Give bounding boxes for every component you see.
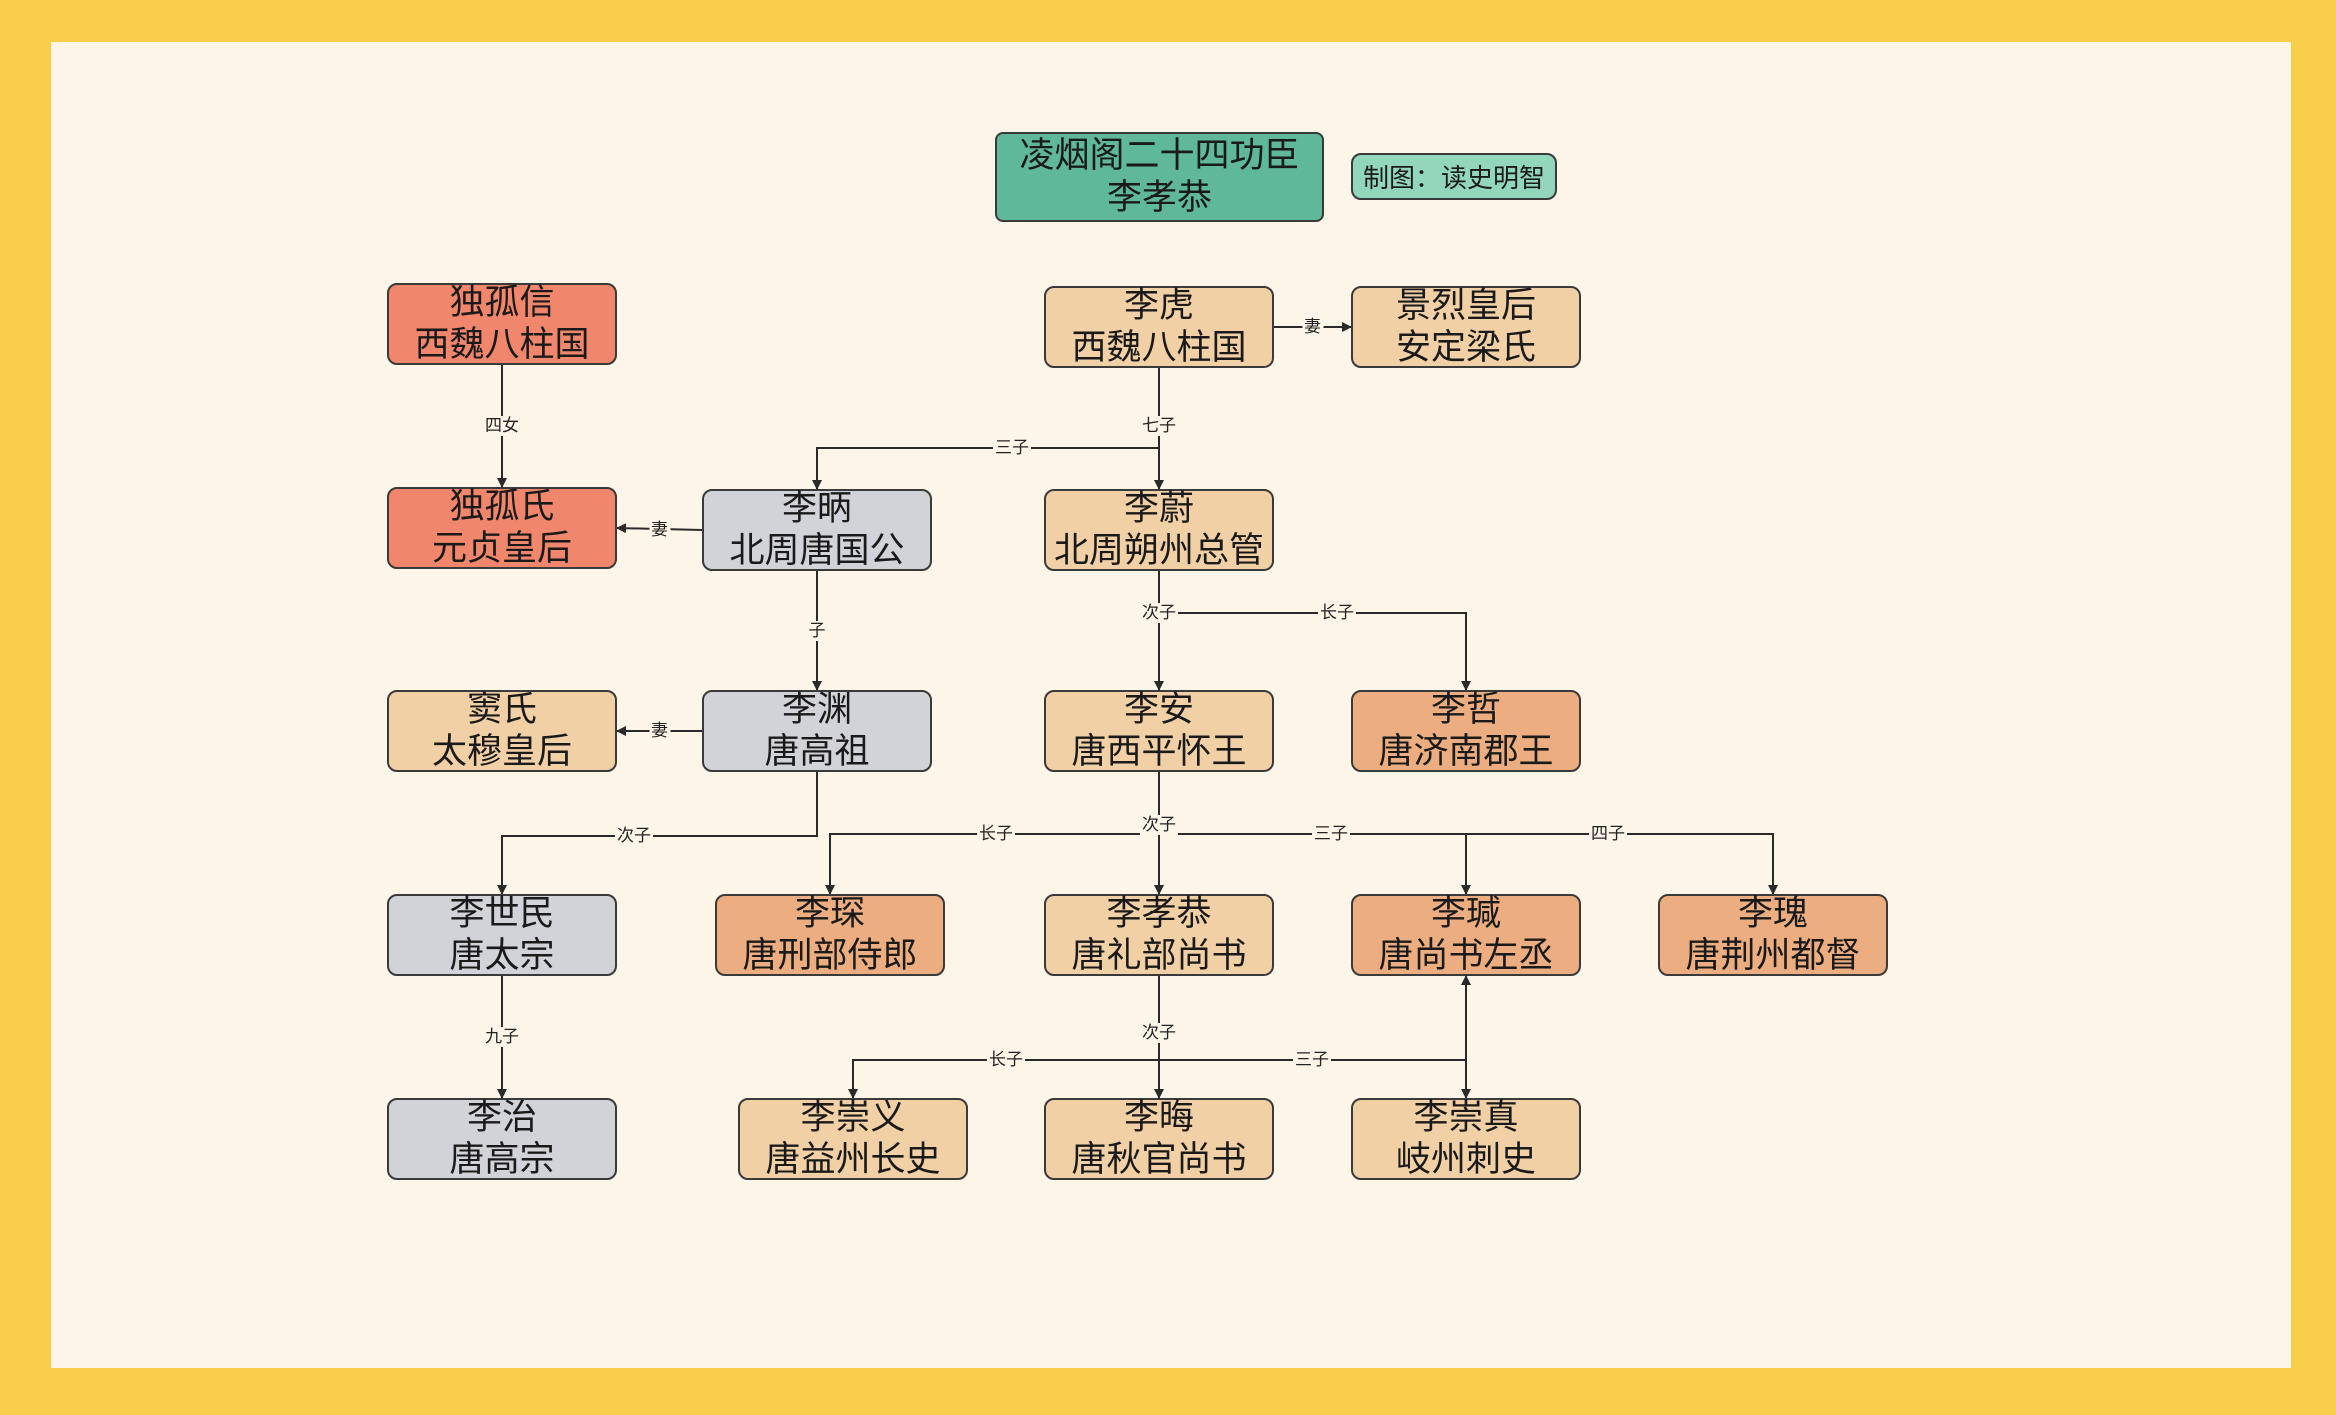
person-title: 太穆皇后 [431,732,572,772]
edge-hu-third [812,447,1159,490]
credit-text: 制图：读史明智 [1362,164,1545,194]
person-title: 唐荆州都督 [1685,936,1861,976]
edge-label-xiaogong-third: 三子 [1293,1050,1331,1070]
edge-label-dugu-daughter: 四女 [483,416,521,436]
edge-label-shimin-ninth: 九子 [483,1027,521,1047]
person-name: 李孝恭 [1106,894,1212,934]
person-name: 李琛 [794,894,865,934]
person-node-li-hu[interactable]: 李虎西魏八柱国 [1044,286,1274,368]
person-name: 李晦 [1123,1098,1194,1138]
edge-label-bing-son: 子 [806,620,828,641]
person-title: 唐益州长史 [765,1140,941,1180]
person-name: 李安 [1123,690,1194,730]
person-node-dugu-xin[interactable]: 独孤信西魏八柱国 [387,283,617,365]
person-name: 李瑊 [1430,894,1501,934]
person-name: 独孤氏 [449,487,555,527]
edge-label-wei-eldest: 长子 [1318,603,1356,623]
person-node-li-jian[interactable]: 李瑊唐尚书左丞 [1351,894,1581,976]
person-name: 李崇真 [1413,1098,1519,1138]
person-name: 李蔚 [1123,489,1194,529]
edge-label-yuan-wife: 妻 [649,721,670,741]
person-node-dou-shi[interactable]: 窦氏太穆皇后 [387,690,617,772]
person-name: 李世民 [449,894,555,934]
edge-an-fourth [1466,833,1778,895]
person-title: 北周唐国公 [729,531,905,571]
person-name: 李瑰 [1737,894,1808,934]
credit-badge: 制图：读史明智 [1351,153,1557,200]
person-name: 李虎 [1123,286,1194,326]
edge-label-xiaogong-second: 次子 [1140,1023,1178,1043]
person-title: 元贞皇后 [431,529,572,569]
title-line-1: 凌烟阁二十四功臣 [1019,136,1300,176]
person-title: 唐秋官尚书 [1071,1140,1247,1180]
person-name: 李崇义 [800,1098,906,1138]
person-node-li-chen[interactable]: 李琛唐刑部侍郎 [715,894,945,976]
person-name: 窦氏 [466,690,537,730]
person-title: 唐尚书左丞 [1378,936,1554,976]
person-name: 独孤信 [449,283,555,323]
person-node-li-zhi[interactable]: 李治唐高宗 [387,1098,617,1180]
person-name: 李治 [466,1098,537,1138]
edge-label-an-second: 次子 [1140,815,1178,835]
diagram-title: 凌烟阁二十四功臣 李孝恭 [995,132,1324,222]
person-title: 安定梁氏 [1395,328,1536,368]
person-title: 西魏八柱国 [414,325,590,365]
person-title: 唐高祖 [764,732,870,772]
person-title: 唐太宗 [449,936,555,976]
person-node-li-zhe[interactable]: 李哲唐济南郡王 [1351,690,1581,772]
diagram-canvas: 凌烟阁二十四功臣 李孝恭 制图：读史明智 独孤信西魏八柱国李虎西魏八柱国景烈皇后… [51,42,2291,1368]
person-node-li-xiaogong[interactable]: 李孝恭唐礼部尚书 [1044,894,1274,976]
person-node-jinglie[interactable]: 景烈皇后安定梁氏 [1351,286,1581,368]
edge-label-xiaogong-eldest: 长子 [987,1050,1025,1070]
edge-xiaogong-eldest [848,1059,1159,1099]
person-node-dugu-shi[interactable]: 独孤氏元贞皇后 [387,487,617,569]
edge-label-hu-third: 三子 [993,438,1031,458]
person-node-li-hui[interactable]: 李晦唐秋官尚书 [1044,1098,1274,1180]
edge-label-an-third: 三子 [1312,824,1350,844]
title-line-2: 李孝恭 [1106,178,1212,218]
person-node-li-an[interactable]: 李安唐西平怀王 [1044,690,1274,772]
edge-label-an-eldest: 长子 [977,824,1015,844]
edge-label-yuan-second: 次子 [615,826,653,846]
person-node-li-gui[interactable]: 李瑰唐荆州都督 [1658,894,1888,976]
edge-label-bing-wife: 妻 [649,520,670,540]
person-title: 岐州刺史 [1395,1140,1536,1180]
person-node-li-chongyi[interactable]: 李崇义唐益州长史 [738,1098,968,1180]
edge-label-an-fourth: 四子 [1589,824,1627,844]
person-name: 李渊 [781,690,852,730]
person-node-li-yuan[interactable]: 李渊唐高祖 [702,690,932,772]
person-title: 西魏八柱国 [1071,328,1247,368]
edge-wei-eldest [1159,612,1471,691]
edge-label-hu-seventh: 七子 [1140,416,1178,436]
person-title: 北周朔州总管 [1053,531,1264,571]
person-node-li-shimin[interactable]: 李世民唐太宗 [387,894,617,976]
edge-label-wei-second: 次子 [1140,603,1178,623]
person-title: 唐高宗 [449,1140,555,1180]
person-title: 唐刑部侍郎 [742,936,918,976]
edge-yuan-second [497,772,818,895]
edge-label-hu-wife: 妻 [1302,317,1323,337]
person-node-li-wei[interactable]: 李蔚北周朔州总管 [1044,489,1274,571]
person-title: 唐西平怀王 [1071,732,1247,772]
person-title: 唐济南郡王 [1378,732,1554,772]
person-node-li-chongzhen[interactable]: 李崇真岐州刺史 [1351,1098,1581,1180]
edge-an-eldest [825,833,1159,895]
person-name: 景烈皇后 [1395,286,1536,326]
person-name: 李哲 [1430,690,1501,730]
person-node-li-bing[interactable]: 李昞北周唐国公 [702,489,932,571]
person-name: 李昞 [781,489,852,529]
person-title: 唐礼部尚书 [1071,936,1247,976]
